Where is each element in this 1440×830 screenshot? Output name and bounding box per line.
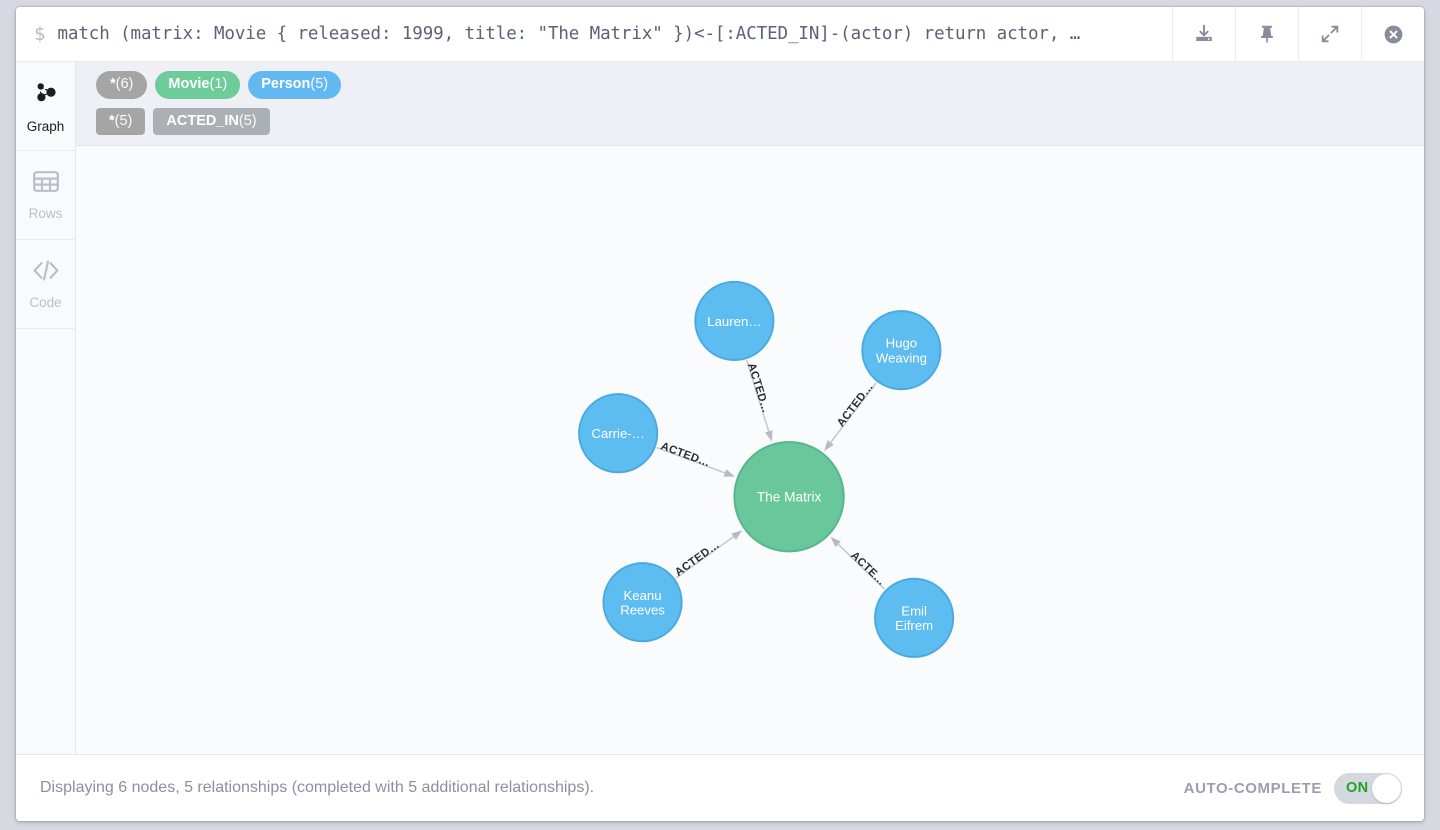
prompt-sigil-icon: $ xyxy=(34,23,46,45)
sidebar-item-label: Graph xyxy=(26,118,65,134)
node-circle[interactable] xyxy=(874,578,955,659)
relationship-arrow xyxy=(765,430,773,443)
sidebar-item-rows[interactable]: Rows xyxy=(16,151,75,240)
graph-icon xyxy=(32,79,60,112)
graph-canvas[interactable]: ACTED… ACTED… ACTED… ACTED… ACTE… The Matrix L… xyxy=(76,146,1424,754)
download-icon[interactable] xyxy=(1172,7,1235,61)
node-label: Weaving xyxy=(876,351,927,366)
node-label: Keanu xyxy=(624,588,662,603)
node-circle[interactable] xyxy=(694,281,775,362)
sidebar-filler xyxy=(16,329,75,754)
result-body: Graph Rows xyxy=(16,62,1424,754)
relationship[interactable]: ACTED… xyxy=(824,381,878,452)
auto-complete-label: AUTO-COMPLETE xyxy=(1183,779,1322,797)
node-circle[interactable] xyxy=(733,441,845,553)
graph-panel: *(6) Movie(1) Person(5) *(5) ACTED_IN(5)… xyxy=(76,62,1424,754)
node-label: Eifrem xyxy=(895,618,933,633)
relationship-arrow xyxy=(830,537,841,548)
sidebar-item-label: Rows xyxy=(28,206,63,221)
node-circle[interactable] xyxy=(861,310,942,391)
relationship-arrow xyxy=(731,530,743,541)
close-icon[interactable] xyxy=(1361,7,1424,61)
relationship[interactable]: ACTED… xyxy=(656,441,736,477)
table-icon xyxy=(32,169,60,199)
query-result-card: $ match (matrix: Movie { released: 1999,… xyxy=(16,7,1424,821)
code-icon xyxy=(31,258,61,288)
toggle-knob xyxy=(1372,773,1401,803)
editor-actions xyxy=(1172,7,1424,61)
node-label: Carrie-… xyxy=(591,426,644,441)
status-bar: Displaying 6 nodes, 5 relationships (com… xyxy=(16,754,1424,821)
relationship-arrow xyxy=(723,469,736,477)
query-input[interactable]: $ match (matrix: Movie { released: 1999,… xyxy=(16,7,1172,61)
graph-visualization[interactable]: ACTED… ACTED… ACTED… ACTED… ACTE… The Matrix L… xyxy=(76,146,1424,754)
node-circle[interactable] xyxy=(578,393,659,474)
relationship-label: ACTED… xyxy=(673,539,722,579)
legend: *(6) Movie(1) Person(5) *(5) ACTED_IN(5) xyxy=(76,62,1424,147)
graph-node[interactable]: Carrie-… xyxy=(578,393,659,474)
graph-node[interactable]: Lauren… xyxy=(694,281,775,362)
legend-rel-row: *(5) ACTED_IN(5) xyxy=(96,107,1424,136)
node-label: Emil xyxy=(901,604,927,619)
relationship[interactable]: ACTED… xyxy=(745,360,773,443)
sidebar-item-graph[interactable]: Graph xyxy=(16,62,75,151)
relationship-label: ACTED… xyxy=(745,362,772,415)
node-label: The Matrix xyxy=(757,490,822,505)
relationship[interactable]: ACTED… xyxy=(673,530,743,580)
query-editor-bar: $ match (matrix: Movie { released: 1999,… xyxy=(16,7,1424,62)
query-text: match (matrix: Movie { released: 1999, t… xyxy=(57,24,1081,44)
auto-complete-state: ON xyxy=(1346,780,1369,796)
view-sidebar: Graph Rows xyxy=(16,62,76,754)
auto-complete-toggle[interactable]: ON xyxy=(1334,772,1402,804)
legend-chip-all-rels[interactable]: *(5) xyxy=(96,107,146,136)
node-label: Hugo xyxy=(886,336,918,351)
relationship-arrow xyxy=(824,440,834,452)
legend-chip-acted-in[interactable]: ACTED_IN(5) xyxy=(153,107,270,136)
node-label: Reeves xyxy=(620,603,665,618)
auto-complete-control: AUTO-COMPLETE ON xyxy=(1183,772,1402,804)
node-circle[interactable] xyxy=(602,562,683,643)
graph-node[interactable]: The Matrix xyxy=(733,441,845,553)
sidebar-item-label: Code xyxy=(29,295,62,310)
legend-chip-all-nodes[interactable]: *(6) xyxy=(96,71,148,99)
legend-chip-person[interactable]: Person(5) xyxy=(248,71,342,99)
relationship-label: ACTED… xyxy=(659,441,712,470)
status-message: Displaying 6 nodes, 5 relationships (com… xyxy=(40,779,595,796)
legend-chip-movie[interactable]: Movie(1) xyxy=(155,71,241,99)
pin-icon[interactable] xyxy=(1235,7,1298,61)
relationship-label: ACTE… xyxy=(848,550,887,589)
sidebar-item-code[interactable]: Code xyxy=(16,240,75,329)
node-label: Lauren… xyxy=(707,314,761,329)
legend-node-row: *(6) Movie(1) Person(5) xyxy=(96,71,1424,99)
relationship[interactable]: ACTE… xyxy=(830,537,888,591)
relationship-label: ACTED… xyxy=(835,381,876,429)
expand-icon[interactable] xyxy=(1298,7,1361,61)
